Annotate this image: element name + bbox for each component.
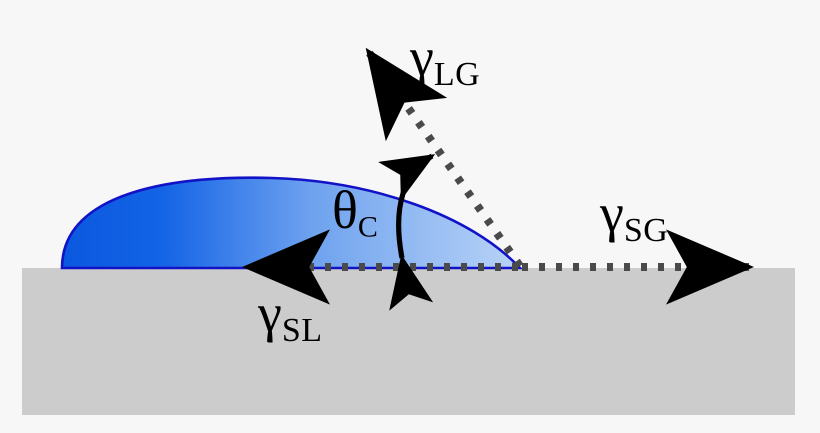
gamma-sg-symbol: γ — [600, 183, 624, 243]
theta-symbol: θ — [332, 180, 358, 240]
gamma-lg-subscript: LG — [433, 56, 481, 94]
gamma-sg-subscript: SG — [623, 212, 669, 250]
gamma-sl-subscript: SL — [281, 312, 323, 350]
gamma-lg-symbol: γ — [410, 27, 434, 87]
gamma-lg-label: γLG — [410, 30, 480, 92]
contact-angle-arc — [378, 153, 436, 311]
contact-angle-label: θC — [332, 183, 378, 242]
theta-subscript: C — [357, 210, 378, 244]
gamma-sl-symbol: γ — [258, 283, 282, 343]
liquid-droplet — [60, 176, 524, 270]
gamma-sg-label: γSG — [600, 186, 668, 248]
gamma-sl-label: γSL — [258, 286, 323, 348]
solid-substrate — [22, 268, 795, 415]
